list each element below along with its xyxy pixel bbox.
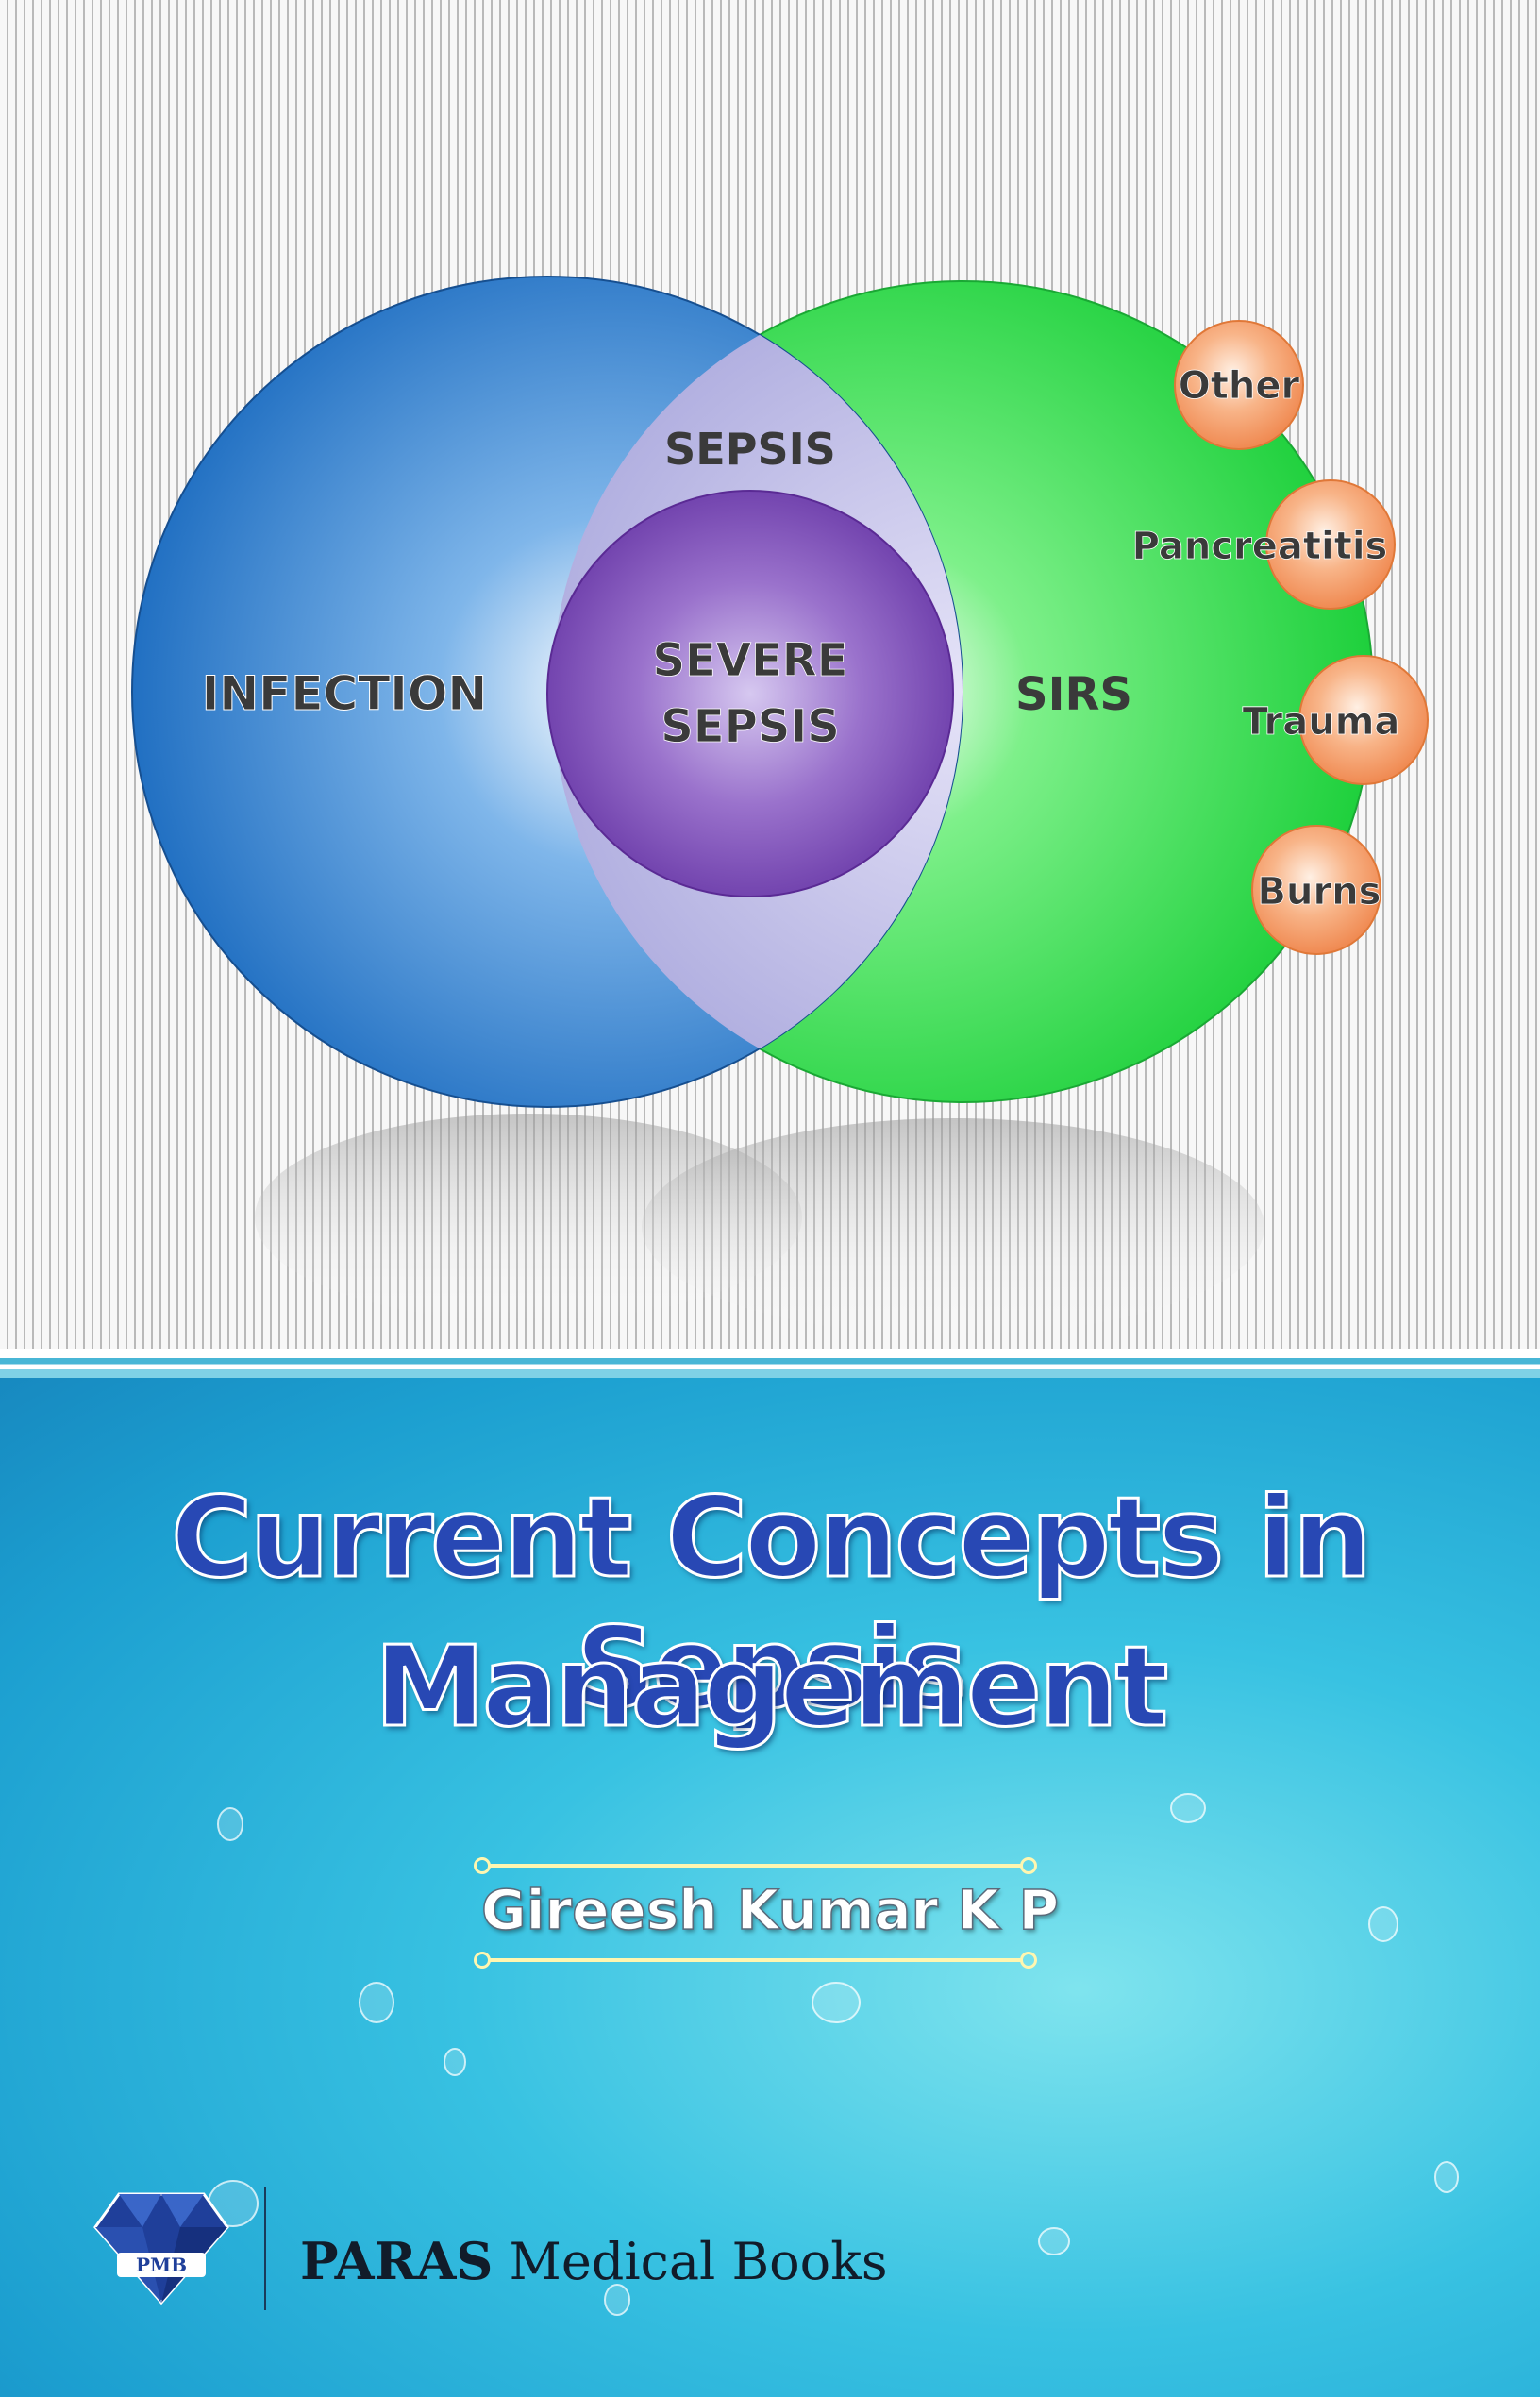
cause-label-trauma: Trauma [1243, 700, 1400, 744]
bubble-decoration [604, 2284, 630, 2316]
water-background [0, 1378, 1540, 2397]
author-rule-bottom [474, 1952, 1037, 1969]
infection-label: INFECTION [202, 666, 488, 721]
severe-sepsis-label-line2: SEPSIS [661, 700, 840, 753]
cause-label-pancreatitis: Pancreatitis [1132, 525, 1388, 568]
book-title-line1: Current Concepts in Sepsis [170, 1471, 1374, 1735]
cause-label-burns: Burns [1258, 870, 1381, 914]
cause-circle-other [1174, 320, 1304, 450]
sirs-label: SIRS [1015, 668, 1132, 721]
bubble-decoration [812, 1982, 861, 2023]
book-title-line2: Management [373, 1620, 1170, 1753]
bubble-decoration [217, 1807, 243, 1841]
divider-stripes [0, 1349, 1540, 1378]
pmb-logo-text: PMB [136, 2254, 187, 2276]
pmb-diamond-logo: PMB [93, 2192, 229, 2305]
cause-label-other: Other [1179, 364, 1300, 408]
sepsis-venn-diagram: INFECTION SEPSIS SEVERE SEPSIS SIRS Othe… [131, 276, 1429, 1335]
publisher-suffix: Medical Books [509, 2232, 888, 2291]
author-rule-top [474, 1857, 1037, 1874]
author-name: Gireesh Kumar K P [480, 1877, 1060, 1943]
bubble-decoration [444, 2048, 466, 2076]
bubble-decoration [359, 1982, 394, 2023]
publisher-name: PARAS Medical Books [300, 2231, 888, 2291]
bubble-decoration [1170, 1793, 1206, 1823]
severe-sepsis-label-line1: SEVERE [652, 634, 847, 687]
cause-circle-trauma [1298, 655, 1429, 785]
severe-sepsis-circle [546, 490, 954, 897]
cause-circle-pancreatitis [1265, 479, 1396, 610]
bubble-decoration [1434, 2161, 1459, 2193]
cause-circle-burns [1251, 825, 1381, 955]
sepsis-label: SEPSIS [664, 424, 836, 475]
publisher-brand: PARAS [300, 2231, 494, 2291]
bubble-decoration [1368, 1906, 1398, 1942]
publisher-divider [264, 2187, 266, 2310]
sirs-reflection [642, 1118, 1264, 1335]
infection-reflection [255, 1114, 802, 1321]
bubble-decoration [1038, 2227, 1070, 2255]
